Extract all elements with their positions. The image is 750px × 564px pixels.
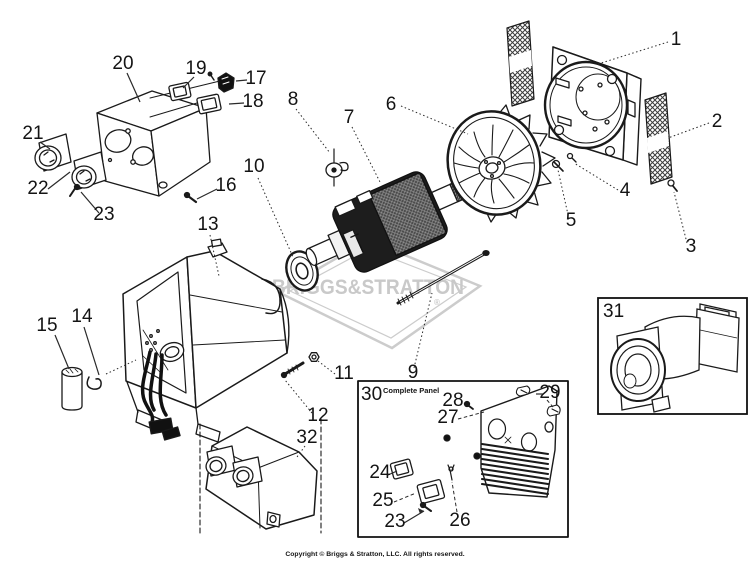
callout-20: 20: [112, 53, 133, 74]
circuit-breaker-17-part: [207, 71, 235, 93]
assembled-generator-part: [610, 303, 740, 413]
cooling-fan-part: [446, 104, 556, 223]
screw-23b-part: [419, 501, 432, 512]
callout-23b: 23: [384, 511, 405, 532]
screw-5-part: [551, 159, 564, 172]
parts-artwork: [34, 20, 678, 534]
clip-29-parts: [515, 385, 561, 417]
callout-10: 10: [243, 156, 264, 177]
callout-1: 1: [671, 29, 682, 50]
switch-19-part: [168, 81, 192, 102]
callout-29: 29: [539, 382, 560, 403]
callout-16: 16: [215, 175, 236, 196]
callout-5: 5: [566, 210, 577, 231]
louvered-panel-part: [443, 385, 558, 498]
ref-box-30: 30 Complete Panel: [357, 380, 569, 538]
callout-8: 8: [288, 89, 299, 110]
rotor-armature-part: [305, 171, 472, 273]
callout-17: 17: [245, 68, 266, 89]
copyright-notice: Copyright © Briggs & Stratton, LLC. All …: [285, 550, 464, 558]
box31-number: 31: [603, 301, 624, 322]
grille-screen-right-part: [644, 92, 673, 185]
end-bracket-part: [543, 46, 642, 166]
through-stud-part: [396, 249, 490, 306]
callout-15: 15: [36, 315, 57, 336]
bolt-and-nut-part: [280, 352, 320, 379]
callout-32: 32: [296, 427, 317, 448]
solid-leaders: [39, 72, 543, 524]
pin-4-part: [566, 152, 577, 163]
callout-11: 11: [334, 363, 354, 384]
callout-14: 14: [71, 306, 93, 327]
callout-7: 7: [344, 107, 355, 128]
callout-numbers: 1 2 3 4 5 6 7 8 9 10 11 12 13 14 15 16 1…: [22, 29, 722, 532]
callout-25: 25: [372, 490, 393, 511]
receptacle-21-part: [34, 133, 72, 172]
generator-housing-part: [122, 238, 290, 443]
dotted-leaders: [105, 41, 710, 458]
leader-lines: [39, 41, 710, 524]
retainer-clamp-part: [325, 148, 349, 187]
callout-12: 12: [307, 405, 328, 426]
callout-23: 23: [93, 204, 114, 225]
callout-26: 26: [449, 510, 470, 531]
screw-3-part: [667, 179, 678, 192]
callout-2: 2: [712, 111, 723, 132]
switch-24-part: [389, 458, 414, 480]
watermark-registered-mark: ®: [434, 298, 440, 307]
screw-16-part: [183, 191, 198, 204]
box30-number: 30: [361, 384, 382, 405]
callout-18: 18: [242, 91, 263, 112]
callout-4: 4: [620, 180, 631, 201]
callout-6: 6: [386, 94, 397, 115]
callout-3: 3: [686, 236, 697, 257]
screw-23-part: [69, 183, 81, 197]
callout-13: 13: [197, 214, 218, 235]
receptacle-22-part: [71, 151, 107, 190]
callout-27: 27: [437, 407, 458, 428]
dashed-leaders: [393, 399, 554, 519]
capacitor-part: [61, 366, 83, 411]
screw-28-part: [463, 400, 474, 410]
panel-assembly-32-part: [199, 418, 322, 534]
ref-box-31: 31: [597, 297, 748, 415]
grille-screen-left-part: [506, 20, 535, 107]
switch-25-part: [416, 479, 446, 504]
callout-28: 28: [442, 390, 463, 411]
callout-22: 22: [27, 178, 48, 199]
callout-24: 24: [369, 462, 391, 483]
box30-title: Complete Panel: [383, 386, 439, 395]
leader-arrowhead: [418, 508, 424, 514]
screw-26-part: [447, 464, 455, 481]
switch-18-part: [196, 93, 222, 115]
callout-9: 9: [408, 362, 419, 383]
spring-clip-part: [86, 376, 102, 390]
callout-21: 21: [22, 123, 43, 144]
control-panel-housing-part: [96, 79, 225, 197]
callout-19: 19: [185, 58, 206, 79]
